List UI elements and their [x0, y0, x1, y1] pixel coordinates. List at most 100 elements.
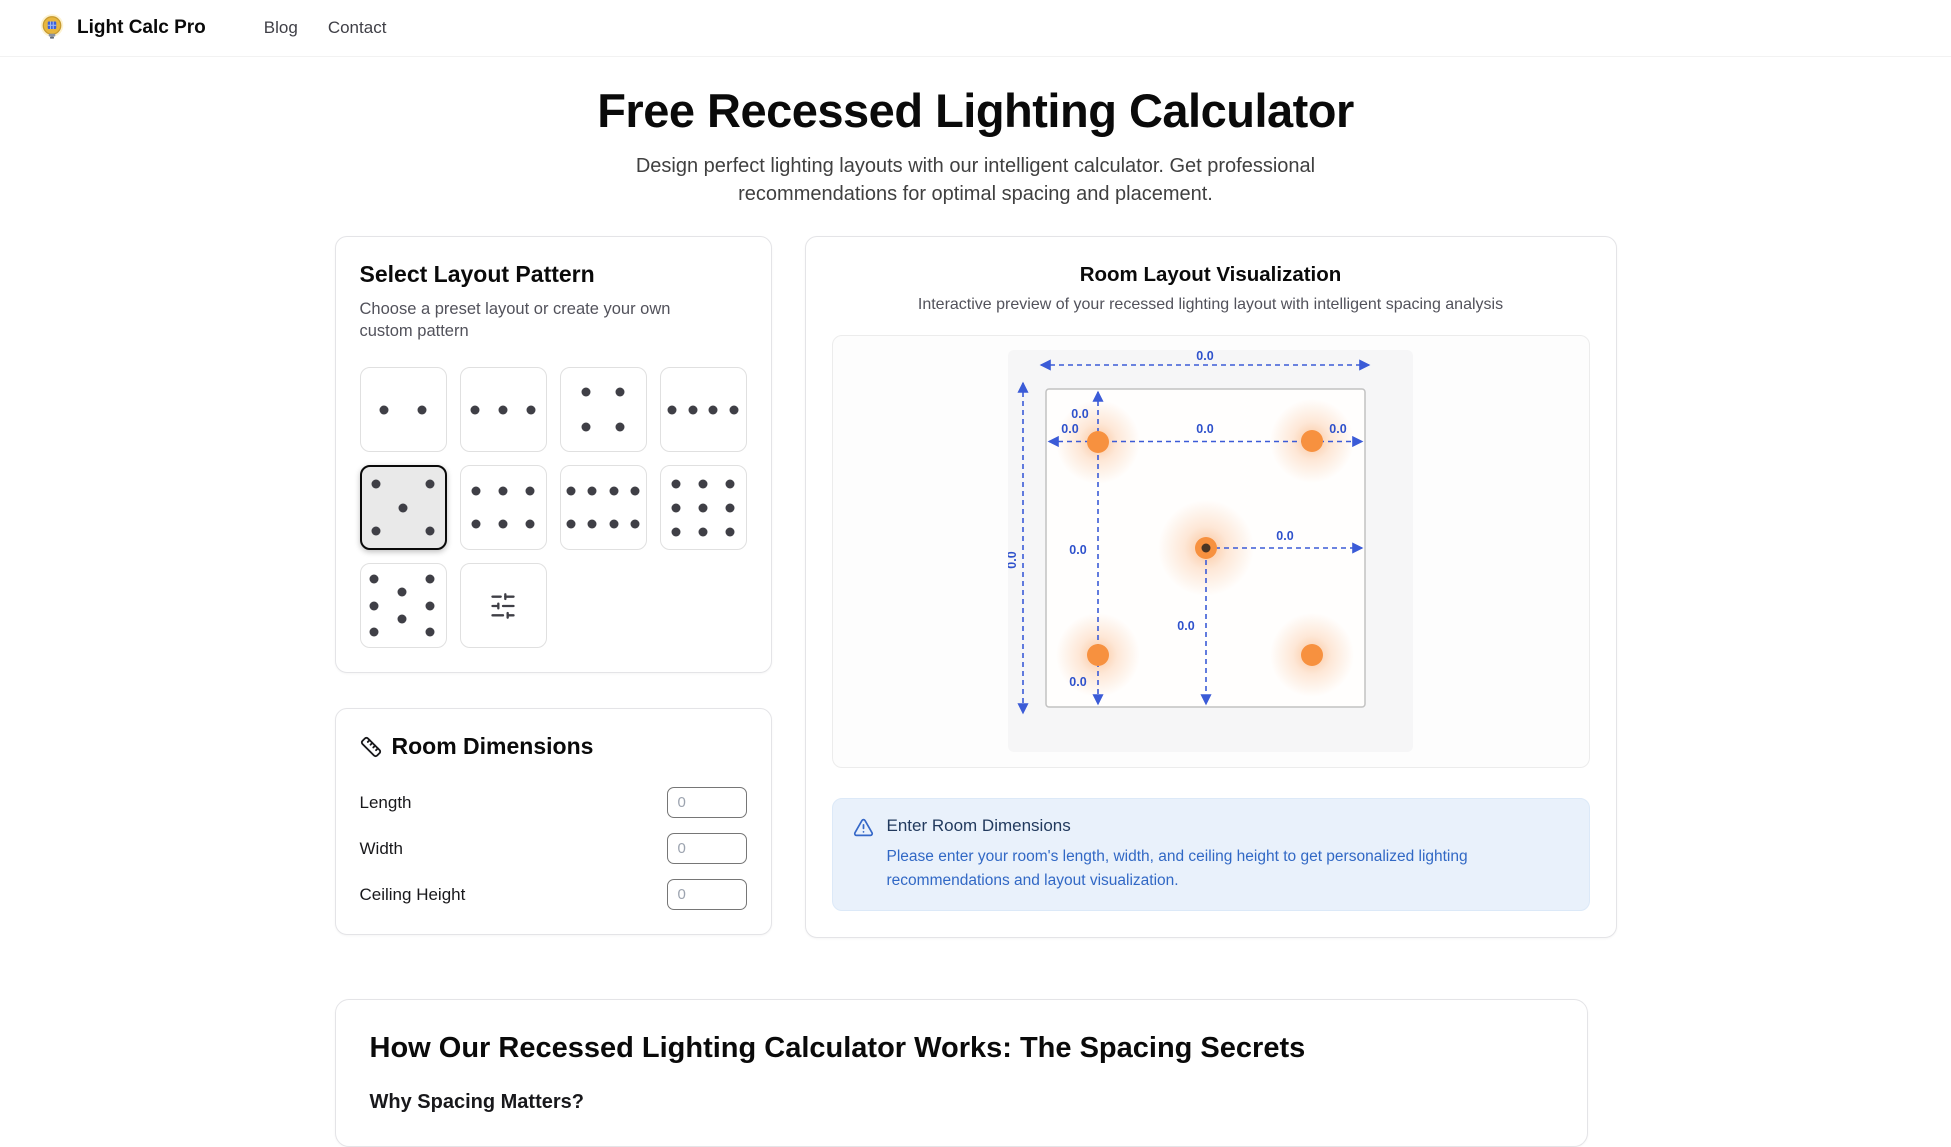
visualization-title: Room Layout Visualization — [1079, 262, 1342, 286]
pattern-8-lights-staggered-button[interactable] — [359, 563, 447, 649]
dim-label-room-width: 0.0 — [1196, 350, 1213, 363]
page-subtitle: Design perfect lighting layouts with our… — [635, 155, 1316, 206]
pattern-5-lights-quincunx-button[interactable] — [359, 465, 447, 551]
light-dot — [587, 486, 597, 496]
light-dot — [615, 387, 625, 397]
pattern-3-lights-row-button[interactable] — [459, 367, 547, 453]
dim-label-center-down-spacing: 0.0 — [1177, 619, 1194, 633]
top-nav: Light Calc Pro Blog Contact — [0, 0, 1951, 57]
light-dot — [587, 519, 597, 529]
light-dot — [398, 503, 408, 513]
light-dot — [671, 479, 681, 489]
light-dot — [425, 479, 435, 489]
enter-dimensions-alert: Enter Room Dimensions Please enter your … — [831, 797, 1590, 911]
left-column: Select Layout Pattern Choose a preset la… — [334, 235, 772, 936]
light-dot — [498, 519, 508, 529]
dim-label-left-spacing: 0.0 — [1069, 543, 1086, 557]
room-dimensions-title: Room Dimensions — [391, 733, 594, 760]
brand-name: Light Calc Pro — [77, 17, 206, 38]
recessed-light-top-left[interactable] — [1087, 431, 1109, 454]
room-layout-svg: 0.0 0.0 0.0 0.0 0.0 0.0 0.0 0.0 0.0 0.0 — [1005, 349, 1371, 715]
recessed-light-top-right[interactable] — [1301, 430, 1323, 453]
light-dot — [630, 519, 640, 529]
light-dot — [609, 486, 619, 496]
light-dot — [698, 503, 708, 513]
light-dot — [671, 527, 681, 537]
dim-label-top-edge-gap: 0.0 — [1071, 407, 1088, 421]
light-dot — [525, 486, 535, 496]
recessed-light-bottom-left[interactable] — [1087, 644, 1109, 667]
visualization-subtitle: Interactive preview of your recessed lig… — [917, 295, 1504, 313]
article-subheading: Why Spacing Matters? — [369, 1090, 584, 1113]
nav-link-contact[interactable]: Contact — [327, 18, 387, 37]
light-dot — [369, 627, 379, 637]
light-dot — [397, 587, 407, 597]
light-dot — [581, 422, 591, 432]
dim-label-room-length: 0.0 — [1008, 552, 1019, 569]
light-dot — [526, 405, 536, 415]
dim-label-top-spacing: 0.0 — [1196, 422, 1213, 436]
article-card: How Our Recessed Lighting Calculator Wor… — [334, 998, 1588, 1147]
dim-label-bottom-edge-gap: 0.0 — [1069, 675, 1086, 689]
pattern-4-lights-row-button[interactable] — [659, 367, 747, 453]
light-dot — [471, 519, 481, 529]
pattern-panel-subtitle: Choose a preset layout or create your ow… — [359, 299, 671, 341]
ruler-icon — [360, 736, 382, 758]
room-layout-canvas[interactable]: 0.0 0.0 0.0 0.0 0.0 0.0 0.0 0.0 0.0 0.0 — [1005, 349, 1413, 753]
dim-label-center-right-spacing: 0.0 — [1276, 529, 1293, 543]
length-input[interactable] — [666, 787, 747, 819]
pattern-4-lights-grid-button[interactable] — [559, 367, 647, 453]
width-input[interactable] — [666, 833, 747, 865]
light-dot — [698, 527, 708, 537]
warning-triangle-icon — [853, 817, 874, 838]
brand[interactable]: Light Calc Pro — [37, 13, 206, 43]
pattern-panel-title: Select Layout Pattern — [359, 260, 595, 287]
light-dot — [371, 479, 381, 489]
ceiling-height-label: Ceiling Height — [359, 884, 466, 904]
light-dot — [667, 405, 677, 415]
visualization-frame: 0.0 0.0 0.0 0.0 0.0 0.0 0.0 0.0 0.0 0.0 — [831, 334, 1590, 768]
light-dot — [425, 627, 435, 637]
nav-link-blog[interactable]: Blog — [263, 18, 298, 37]
light-dot — [425, 574, 435, 584]
recessed-light-bottom-right[interactable] — [1301, 644, 1323, 667]
light-dot — [708, 405, 718, 415]
light-dot — [566, 486, 576, 496]
light-dot — [581, 387, 591, 397]
dimension-row: Ceiling Height — [359, 879, 747, 911]
pattern-2-lights-row-button[interactable] — [359, 367, 447, 453]
light-dot — [498, 405, 508, 415]
pattern-grid — [359, 367, 747, 649]
article-section: How Our Recessed Lighting Calculator Wor… — [334, 998, 1617, 1147]
pattern-9-lights-grid-button[interactable] — [659, 465, 747, 551]
lightbulb-logo-icon — [37, 13, 67, 43]
room-dimensions-panel: Room Dimensions Length Width Ceiling Hei… — [334, 708, 772, 936]
light-dot — [379, 405, 389, 415]
pattern-panel: Select Layout Pattern Choose a preset la… — [334, 235, 772, 674]
light-dot — [725, 527, 735, 537]
dimension-row: Length — [360, 787, 747, 819]
light-dot — [498, 486, 508, 496]
light-dot — [566, 519, 576, 529]
light-dot — [725, 503, 735, 513]
light-dot — [397, 614, 407, 624]
light-dot — [729, 405, 739, 415]
pattern-custom-button[interactable] — [459, 563, 547, 649]
width-label: Width — [359, 838, 403, 858]
sliders-icon — [491, 592, 515, 619]
alert-title: Enter Room Dimensions — [886, 815, 1071, 835]
page-title: Free Recessed Lighting Calculator — [597, 84, 1354, 137]
pattern-6-lights-grid-button[interactable] — [459, 465, 547, 551]
visualization-panel: Room Layout Visualization Interactive pr… — [804, 235, 1617, 938]
pattern-8-lights-grid-button[interactable] — [559, 465, 647, 551]
light-dot — [471, 486, 481, 496]
light-dot — [470, 405, 480, 415]
ceiling-height-input[interactable] — [666, 879, 747, 911]
light-dot — [615, 422, 625, 432]
light-dot — [671, 503, 681, 513]
light-dot — [369, 574, 379, 584]
main-content: Select Layout Pattern Choose a preset la… — [334, 235, 1617, 938]
light-dot — [609, 519, 619, 529]
recessed-light-center-marker — [1201, 543, 1211, 553]
light-dot — [417, 405, 427, 415]
